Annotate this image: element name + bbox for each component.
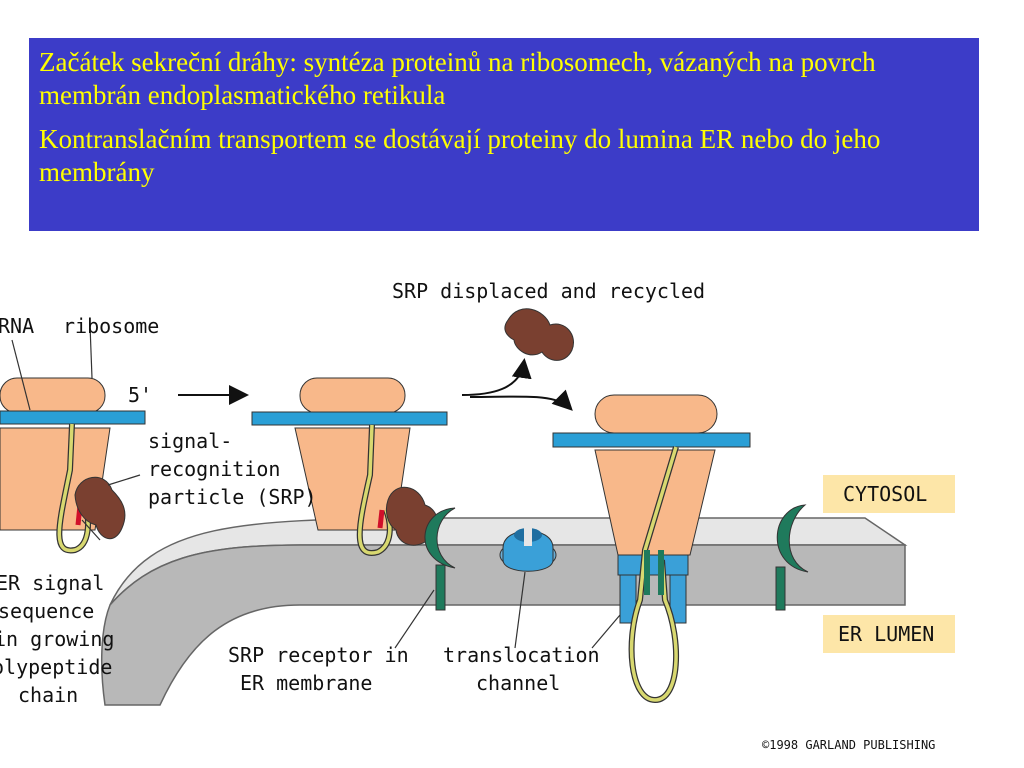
arrow-srp-release	[461, 358, 532, 396]
mrna-label: RNA	[0, 314, 34, 338]
ribosome-stage-2	[251, 377, 456, 611]
channel-label-line-1: translocation	[443, 643, 600, 667]
copyright-label: ©1998 GARLAND PUBLISHING	[762, 738, 935, 752]
cytosol-label-box	[823, 475, 955, 513]
slide-title-line-2: Kontranslačním transportem se dostávají …	[39, 124, 881, 187]
er-lumen-label: ER LUMEN	[838, 622, 934, 646]
srp-receptor-free	[775, 504, 809, 611]
receptor-label-line-1: SRP receptor in	[228, 643, 409, 667]
signal-label-line-4: olypeptide	[0, 655, 112, 679]
signal-label-line-5: chain	[18, 683, 78, 707]
srp-label-line-1: signal-	[148, 429, 232, 453]
ribosome-stage-3	[552, 394, 751, 704]
slide-title-line-1: Začátek sekreční dráhy: syntéza proteinů…	[39, 47, 876, 110]
arrow-step-2	[469, 389, 573, 411]
srp-label-line-2: recognition	[148, 457, 280, 481]
translocation-channel-closed	[499, 528, 557, 572]
ribosome-stage-1	[0, 377, 146, 554]
channel-label-line-2: channel	[476, 671, 560, 695]
cytosol-label: CYTOSOL	[843, 482, 927, 506]
srp-displaced-label: SRP displaced and recycled	[392, 279, 705, 303]
ribosome-label: ribosome	[63, 314, 159, 338]
signal-label-line-2: sequence	[0, 599, 94, 623]
signal-label-line-1: ER signal	[0, 571, 104, 595]
slide-title-box: Začátek sekreční dráhy: syntéza proteinů…	[29, 38, 979, 231]
srp-displaced	[504, 308, 574, 361]
srp-label-line-3: particle (SRP)	[148, 485, 317, 509]
signal-label-line-3: in growing	[0, 627, 114, 651]
receptor-label-line-2: ER membrane	[240, 671, 372, 695]
five-prime-label: 5'	[128, 383, 152, 407]
er-lumen-label-box	[823, 615, 955, 653]
